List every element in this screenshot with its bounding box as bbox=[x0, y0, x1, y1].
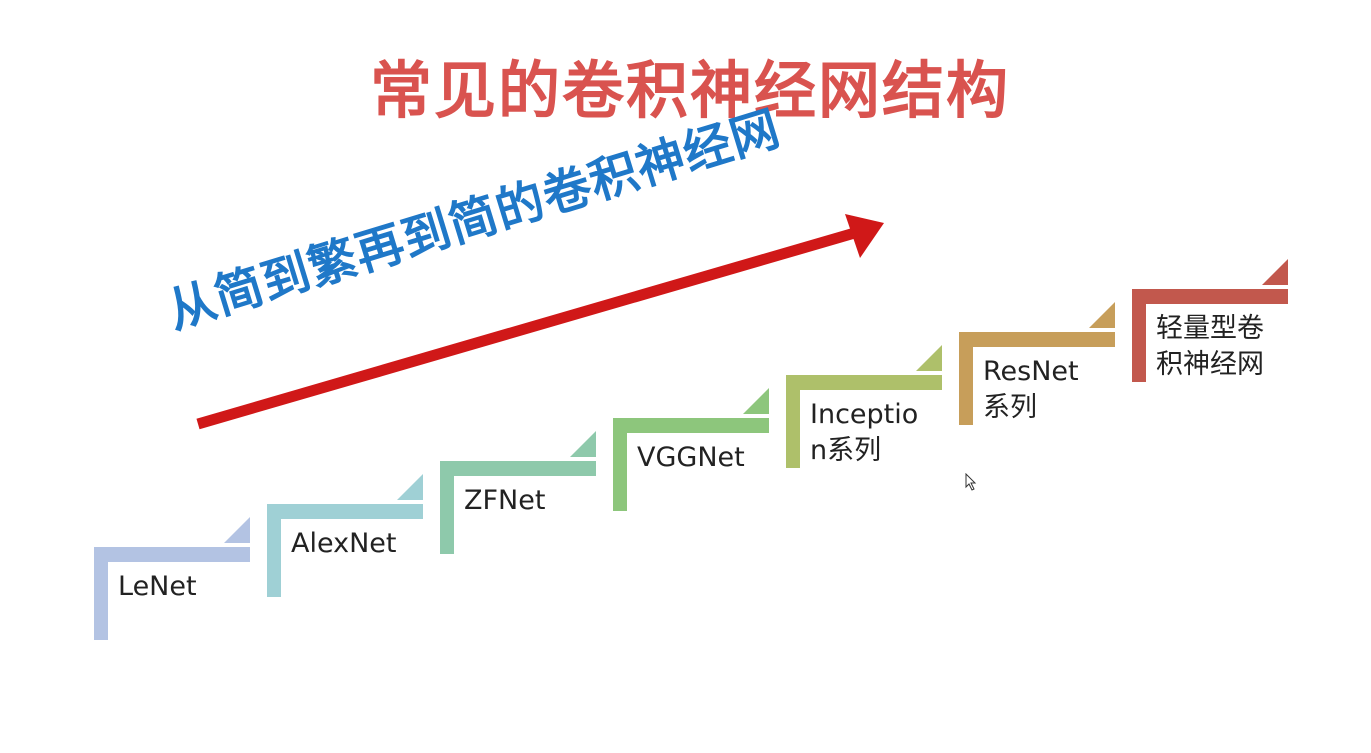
step-corner-triangle bbox=[397, 474, 423, 500]
step-side-bar bbox=[1132, 289, 1146, 382]
step-1: LeNet bbox=[94, 517, 250, 640]
step-side-bar bbox=[786, 375, 800, 468]
mouse-cursor-icon bbox=[965, 473, 977, 491]
step-label: ResNet 系列 bbox=[983, 356, 1079, 423]
step-side-bar bbox=[440, 461, 454, 554]
step-label: AlexNet bbox=[291, 528, 397, 559]
step-side-bar bbox=[94, 547, 108, 640]
step-label: Inceptio n系列 bbox=[810, 399, 919, 466]
step-side-bar bbox=[959, 332, 973, 425]
step-7: 轻量型卷 积神经网 bbox=[1132, 259, 1288, 382]
step-label: VGGNet bbox=[637, 442, 745, 473]
step-5: Inceptio n系列 bbox=[786, 345, 942, 468]
step-label: LeNet bbox=[118, 571, 197, 602]
step-top-bar bbox=[786, 375, 942, 390]
step-top-bar bbox=[613, 418, 769, 433]
step-top-bar bbox=[267, 504, 423, 519]
step-4: VGGNet bbox=[613, 388, 769, 511]
step-top-bar bbox=[959, 332, 1115, 347]
step-side-bar bbox=[267, 504, 281, 597]
page-title: 常见的卷积神经网结构 bbox=[369, 54, 1010, 127]
step-corner-triangle bbox=[224, 517, 250, 543]
step-corner-triangle bbox=[570, 431, 596, 457]
step-label: 轻量型卷 积神经网 bbox=[1156, 313, 1264, 380]
step-corner-triangle bbox=[1262, 259, 1288, 285]
step-corner-triangle bbox=[743, 388, 769, 414]
step-6: ResNet 系列 bbox=[959, 302, 1115, 425]
step-top-bar bbox=[440, 461, 596, 476]
step-top-bar bbox=[1132, 289, 1288, 304]
step-side-bar bbox=[613, 418, 627, 511]
step-corner-triangle bbox=[1089, 302, 1115, 328]
step-2: AlexNet bbox=[267, 474, 423, 597]
step-top-bar bbox=[94, 547, 250, 562]
step-3: ZFNet bbox=[440, 431, 596, 554]
step-corner-triangle bbox=[916, 345, 942, 371]
step-label: ZFNet bbox=[464, 485, 546, 516]
